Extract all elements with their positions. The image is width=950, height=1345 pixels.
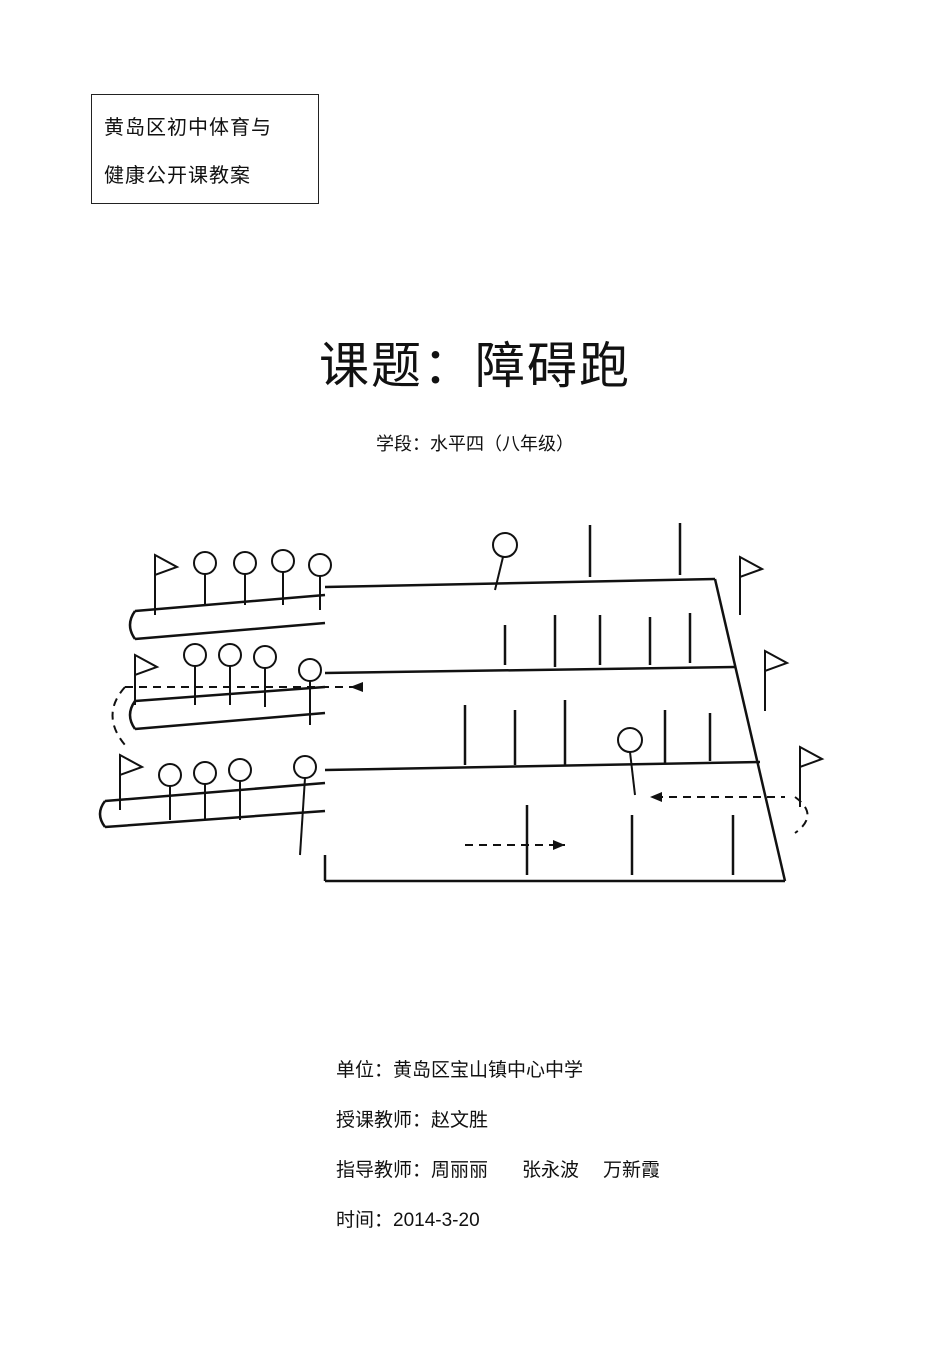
advisor-label: 指导教师： (336, 1159, 432, 1181)
header-line-1: 黄岛区初中体育与 (104, 115, 272, 139)
teacher-label: 授课教师： (336, 1109, 432, 1131)
unit-value: 黄岛区宝山镇中心中学 (393, 1059, 584, 1081)
unit-label: 单位： (336, 1059, 394, 1081)
info-unit: 单位：黄岛区宝山镇中心中学 (336, 1055, 583, 1082)
time-value: 2014-3-20 (393, 1210, 480, 1231)
page-subtitle: 学段：水平四（八年级） (376, 434, 574, 455)
time-label: 时间： (336, 1209, 394, 1231)
header-box: 黄岛区初中体育与 健康公开课教案 (91, 94, 319, 204)
advisor-1: 周丽丽 (431, 1159, 489, 1181)
hurdle-race-illustration (98, 523, 825, 883)
advisor-2: 张永波 (522, 1159, 580, 1181)
info-time: 时间：2014-3-20 (336, 1205, 480, 1232)
advisor-3: 万新霞 (603, 1159, 661, 1181)
info-advisors: 指导教师：周丽丽 张永波 万新霞 (336, 1155, 660, 1182)
teacher-value: 赵文胜 (431, 1109, 489, 1131)
info-teacher: 授课教师：赵文胜 (336, 1105, 488, 1132)
header-line-2: 健康公开课教案 (104, 163, 251, 187)
page-title: 课题：障碍跑 (319, 337, 631, 395)
